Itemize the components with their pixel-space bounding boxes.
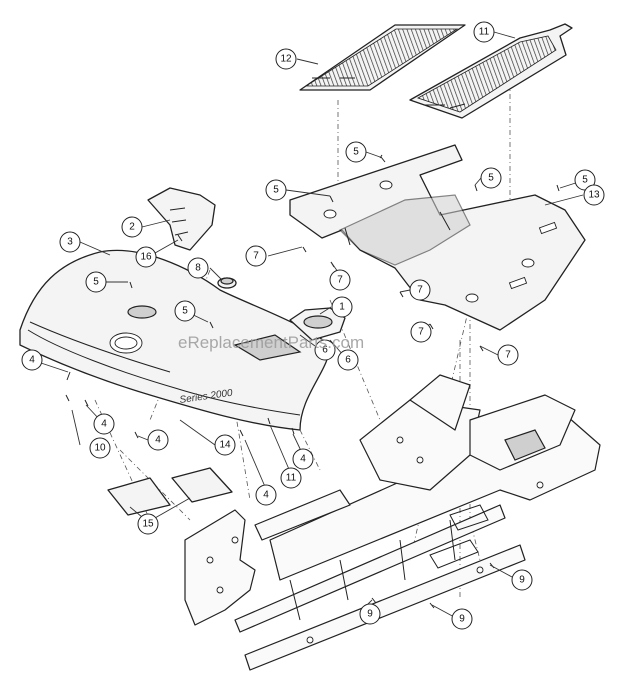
callout-5: 5 (345, 141, 367, 163)
callout-4: 4 (255, 484, 277, 506)
svg-text:2: 2 (129, 222, 135, 233)
side-panel (184, 509, 256, 626)
callout-7: 7 (497, 344, 519, 366)
callout-9: 9 (359, 603, 381, 625)
callout-8: 8 (187, 257, 209, 279)
svg-text:7: 7 (418, 327, 424, 338)
svg-text:4: 4 (29, 355, 35, 366)
svg-text:7: 7 (417, 285, 423, 296)
svg-text:4: 4 (300, 454, 306, 465)
callout-7: 7 (410, 321, 432, 343)
callout-4: 4 (93, 413, 115, 435)
svg-text:4: 4 (155, 435, 161, 446)
svg-text:7: 7 (337, 275, 343, 286)
svg-text:5: 5 (582, 175, 588, 186)
callout-6: 6 (337, 349, 359, 371)
callout-5: 5 (265, 179, 287, 201)
svg-text:10: 10 (94, 443, 106, 454)
svg-text:4: 4 (101, 419, 107, 430)
callout-10: 10 (89, 437, 111, 459)
floor-pan (289, 144, 586, 331)
svg-text:5: 5 (93, 277, 99, 288)
callout-9: 9 (511, 569, 533, 591)
svg-text:9: 9 (519, 575, 525, 586)
dash-panel (147, 187, 216, 251)
callout-7: 7 (329, 269, 351, 291)
svg-text:5: 5 (182, 306, 188, 317)
chassis-frame (234, 374, 601, 671)
svg-text:6: 6 (345, 355, 351, 366)
svg-text:11: 11 (479, 27, 490, 38)
callout-12: 12 (275, 48, 297, 70)
svg-text:14: 14 (219, 440, 231, 451)
hood: Series 2000 (19, 249, 331, 431)
callout-11: 11 (473, 21, 495, 43)
callout-4: 4 (292, 448, 314, 470)
svg-text:8: 8 (195, 263, 201, 274)
callout-13: 13 (583, 184, 605, 206)
svg-text:5: 5 (273, 185, 279, 196)
callout-1: 1 (331, 296, 353, 318)
callout-14: 14 (214, 434, 236, 456)
svg-text:4: 4 (263, 490, 269, 501)
foot-pad-left (299, 24, 466, 91)
callout-5: 5 (174, 300, 196, 322)
watermark: eReplacementParts.com (178, 333, 364, 352)
callout-6: 6 (314, 339, 336, 361)
callout-5: 5 (480, 167, 502, 189)
svg-text:9: 9 (459, 614, 465, 625)
svg-text:1: 1 (339, 302, 345, 313)
callout-9: 9 (451, 608, 473, 630)
fuel-cap (217, 277, 237, 289)
svg-text:9: 9 (367, 609, 373, 620)
callout-15: 15 (137, 513, 159, 535)
callout-5: 5 (85, 271, 107, 293)
callout-4: 4 (147, 429, 169, 451)
callout-7: 7 (409, 279, 431, 301)
callout-5: 5 (574, 169, 596, 191)
instrument-cover (289, 307, 346, 341)
callout-4: 4 (21, 349, 43, 371)
callout-16: 16 (135, 246, 157, 268)
decal-right (171, 467, 233, 503)
svg-text:12: 12 (280, 54, 292, 65)
callout-10: 11 (280, 467, 302, 489)
decal-left (107, 477, 171, 516)
svg-text:15: 15 (142, 519, 154, 530)
svg-text:16: 16 (140, 252, 152, 263)
svg-text:11: 11 (286, 473, 297, 484)
callout-2: 2 (121, 216, 143, 238)
svg-text:5: 5 (353, 147, 359, 158)
callout-3: 3 (59, 231, 81, 253)
svg-text:5: 5 (488, 173, 494, 184)
svg-text:7: 7 (505, 350, 511, 361)
svg-text:3: 3 (67, 237, 73, 248)
svg-text:6: 6 (322, 345, 328, 356)
svg-text:7: 7 (253, 251, 259, 262)
callout-7: 7 (245, 245, 267, 267)
svg-text:13: 13 (588, 190, 600, 201)
foot-pad-right (409, 23, 573, 119)
hardware (65, 154, 560, 609)
